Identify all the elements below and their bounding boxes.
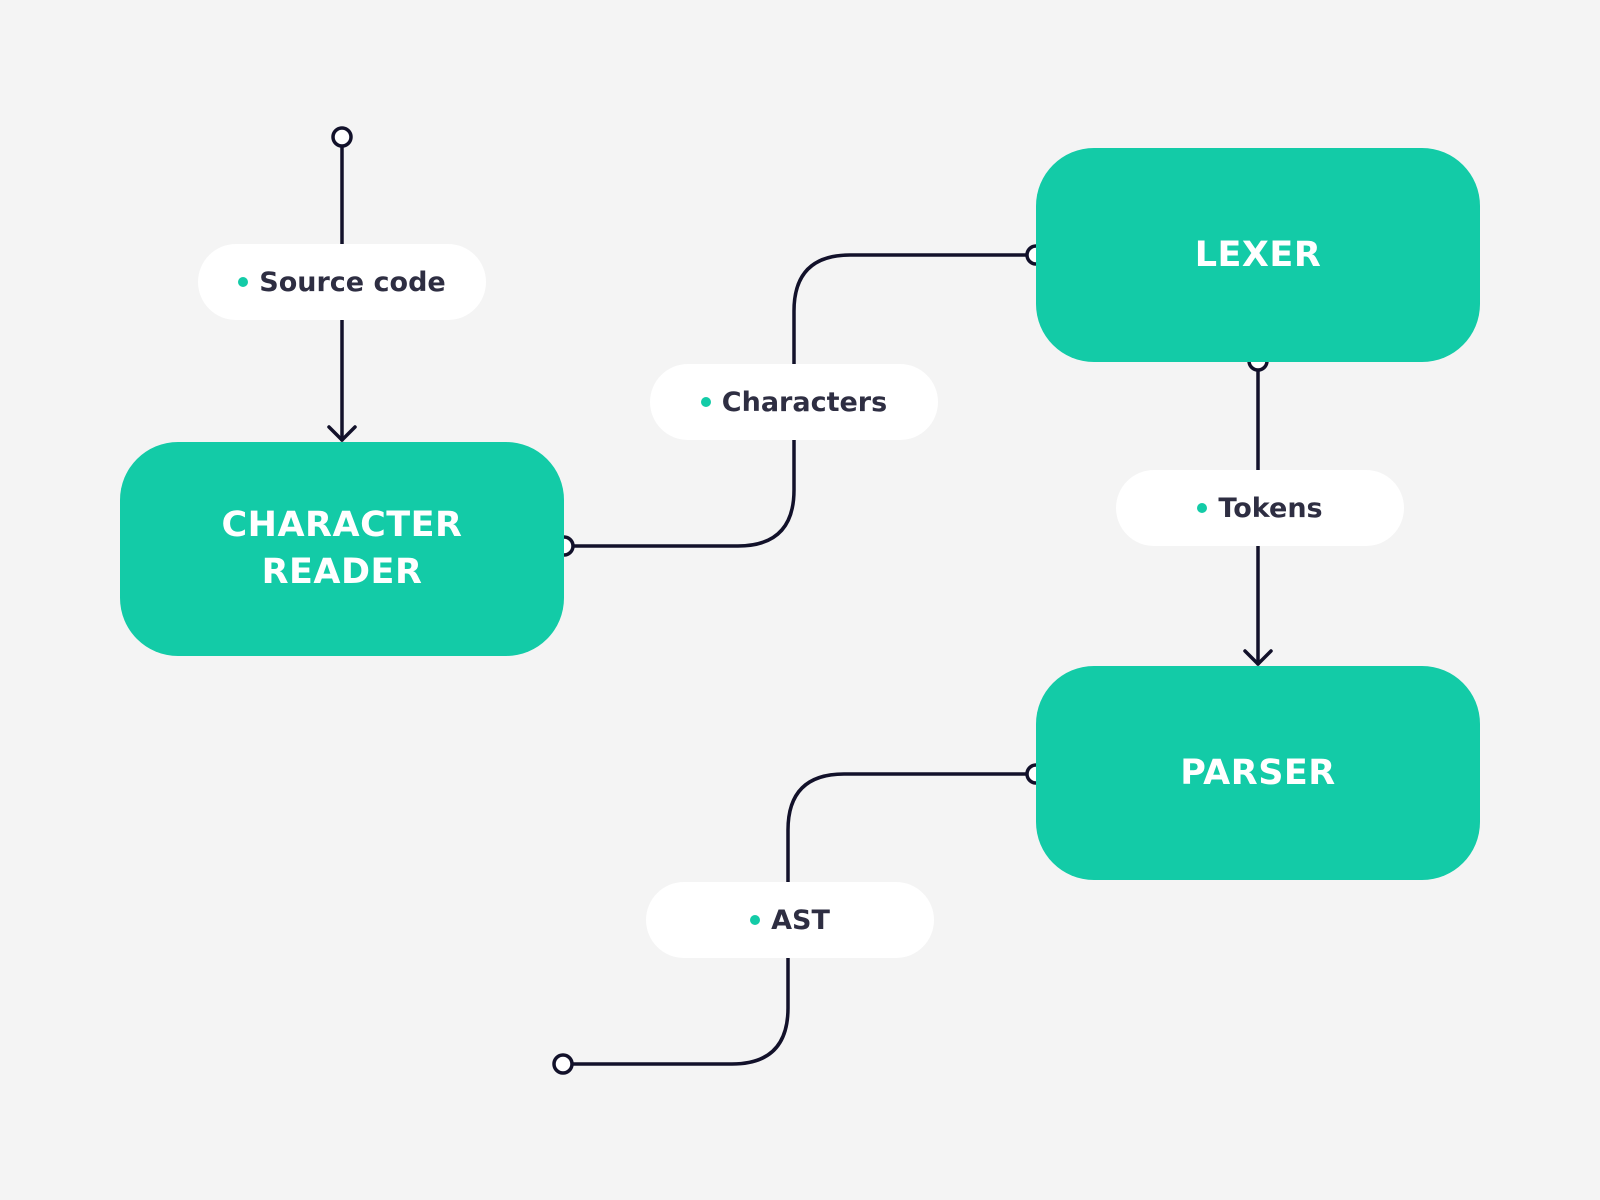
bullet-dot-icon	[1197, 503, 1208, 513]
node-character-reader: CHARACTER READER	[120, 442, 564, 656]
node-parser-label: PARSER	[1180, 752, 1336, 793]
node-parser: PARSER	[1036, 666, 1480, 880]
node-character-reader-label: CHARACTER READER	[221, 505, 463, 592]
edge-label-ast: AST	[646, 882, 934, 958]
node-lexer: LEXER	[1036, 148, 1480, 362]
port-output-end	[552, 1053, 574, 1075]
edge-label-source-code-text: Source code	[259, 266, 446, 298]
edge-label-tokens-text: Tokens	[1218, 492, 1323, 524]
edge-label-characters: Characters	[650, 364, 938, 440]
edge-label-tokens: Tokens	[1116, 470, 1404, 546]
arrowhead-source-code	[327, 425, 357, 442]
bullet-dot-icon	[750, 915, 761, 925]
node-lexer-label: LEXER	[1194, 234, 1322, 275]
bullet-dot-icon	[700, 397, 711, 407]
port-input-start	[331, 126, 353, 148]
arrowhead-tokens	[1243, 649, 1273, 666]
edge-label-ast-text: AST	[771, 904, 830, 936]
edge-label-characters-text: Characters	[721, 386, 888, 418]
edge-label-source-code: Source code	[198, 244, 486, 320]
bullet-dot-icon	[238, 277, 249, 287]
